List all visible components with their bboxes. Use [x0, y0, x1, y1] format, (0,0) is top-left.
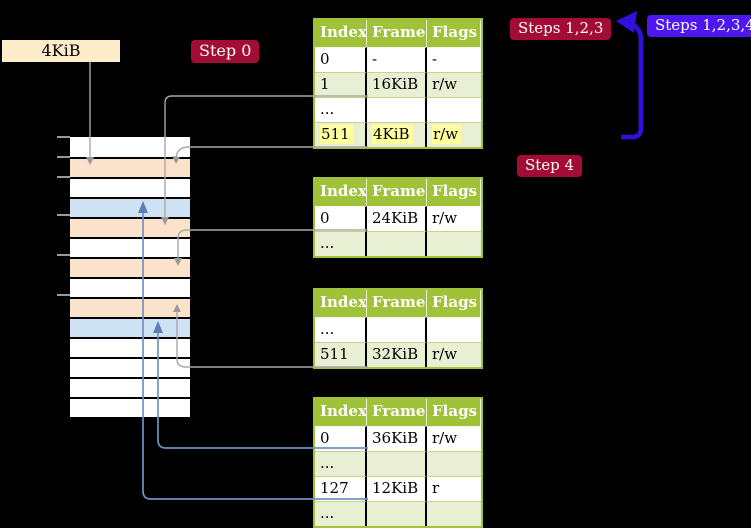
- memory-row-blue: [70, 317, 190, 337]
- table-cell: 0: [315, 206, 367, 231]
- table-cell: 511: [315, 342, 367, 367]
- table-cell: ...: [315, 317, 367, 342]
- column-header: Flags: [427, 290, 481, 317]
- table-cell: [427, 317, 481, 342]
- table-cell: ...: [315, 231, 367, 256]
- table-row: 0--: [315, 47, 481, 72]
- table-cell: [427, 451, 481, 476]
- memory-row-peach: [70, 297, 190, 317]
- table-cell: 4KiB: [367, 122, 427, 147]
- table-row: ...: [315, 97, 481, 122]
- steps-loop-arrow: [621, 22, 644, 140]
- table-cell: [367, 231, 427, 256]
- table-cell: [367, 97, 427, 122]
- memory-row-white: [70, 237, 190, 257]
- table-cell: 0: [315, 47, 367, 72]
- table-cell: 32KiB: [367, 342, 427, 367]
- memory-row-peach: [70, 157, 190, 177]
- memory-row-peach: [70, 257, 190, 277]
- table-cell: 12KiB: [367, 476, 427, 501]
- memory-row-white: [70, 137, 190, 157]
- column-header: Index: [315, 290, 367, 317]
- table-cell: 1: [315, 72, 367, 97]
- step0-badge: Step 0: [191, 40, 260, 64]
- table-row: ...: [315, 501, 481, 526]
- column-header: Index: [315, 399, 367, 426]
- column-header: Frame: [367, 290, 427, 317]
- table-cell: [367, 317, 427, 342]
- table-cell: -: [367, 47, 427, 72]
- table-cell: 127: [315, 476, 367, 501]
- column-header: Flags: [427, 20, 481, 47]
- table-cell: ...: [315, 97, 367, 122]
- table-cell: -: [427, 47, 481, 72]
- highlighted-value: r/w: [432, 125, 462, 144]
- column-header: Index: [315, 179, 367, 206]
- frame-size-box: 4KiB: [2, 40, 120, 62]
- column-header: Frame: [367, 179, 427, 206]
- memory-row-peach: [70, 217, 190, 237]
- table-cell: [427, 231, 481, 256]
- table-cell: r/w: [427, 122, 481, 147]
- table-row: ...: [315, 231, 481, 256]
- memory-row-white: [70, 377, 190, 397]
- step4-badge: Step 4: [517, 155, 583, 178]
- memory-row-blue: [70, 197, 190, 217]
- address-ticks: [57, 136, 70, 296]
- table-cell: [367, 501, 427, 526]
- memory-strip: [70, 137, 190, 417]
- table-cell: [427, 501, 481, 526]
- table-cell: 24KiB: [367, 206, 427, 231]
- column-header: Index: [315, 20, 367, 47]
- column-header: Frame: [367, 399, 427, 426]
- memory-row-white: [70, 357, 190, 377]
- table-row: ...: [315, 317, 481, 342]
- memory-row-white: [70, 177, 190, 197]
- table-cell: ...: [315, 501, 367, 526]
- memory-row-white: [70, 397, 190, 417]
- table-cell: r: [427, 476, 481, 501]
- table-cell: r/w: [427, 426, 481, 451]
- table-cell: r/w: [427, 72, 481, 97]
- table-cell: r/w: [427, 342, 481, 367]
- steps-123-badge: Steps 1,2,3: [510, 18, 612, 41]
- highlighted-value: 511: [320, 125, 353, 144]
- table-cell: [427, 97, 481, 122]
- table-cell: 16KiB: [367, 72, 427, 97]
- column-header: Flags: [427, 179, 481, 206]
- table-cell: 36KiB: [367, 426, 427, 451]
- memory-row-white: [70, 277, 190, 297]
- table-cell: r/w: [427, 206, 481, 231]
- arrowhead-left-icon: [616, 11, 637, 33]
- table-cell: 511: [315, 122, 367, 147]
- column-header: Frame: [367, 20, 427, 47]
- memory-row-white: [70, 337, 190, 357]
- column-header: Flags: [427, 399, 481, 426]
- table-cell: ...: [315, 451, 367, 476]
- table-row: ...: [315, 451, 481, 476]
- table-row: 511 4KiB r/w: [315, 122, 481, 147]
- table-cell: [367, 451, 427, 476]
- steps-1234-badge: Steps 1,2,3,4: [647, 15, 751, 38]
- table-cell: 0: [315, 426, 367, 451]
- highlighted-value: 4KiB: [372, 125, 413, 144]
